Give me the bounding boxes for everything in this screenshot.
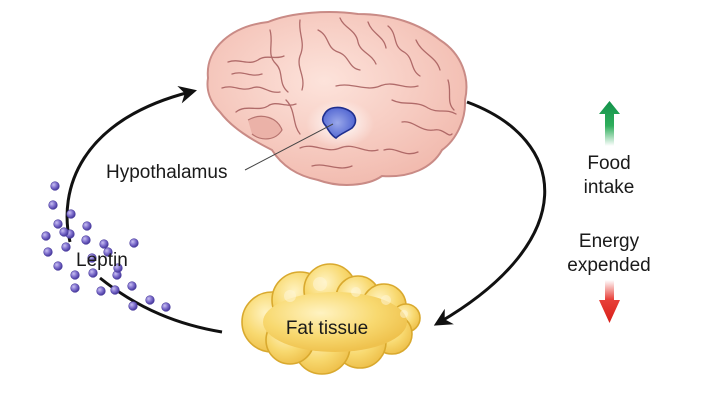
hypothalamus	[321, 106, 357, 139]
hypothalamus-label: Hypothalamus	[106, 162, 227, 183]
leptin-particle	[43, 247, 53, 257]
food-intake-effect: Food intake	[584, 101, 635, 198]
leptin-particle	[161, 302, 171, 312]
food-intake-label-line1: Food	[587, 153, 630, 174]
fat-tissue	[241, 263, 421, 375]
red-down-arrow-icon	[599, 280, 620, 323]
leptin-particle	[87, 253, 97, 263]
leptin-particle	[129, 238, 139, 248]
leptin-particle	[70, 283, 80, 293]
leptin-particle	[145, 295, 155, 305]
leptin-particles	[41, 181, 171, 312]
leptin-particle	[41, 231, 51, 241]
leptin-label: Leptin	[76, 250, 128, 271]
leptin-particle	[103, 247, 113, 257]
leptin-particle	[59, 227, 69, 237]
leptin-particle	[99, 239, 109, 249]
leptin-particle	[61, 242, 71, 252]
arrow-fat-to-brain-upper	[65, 85, 197, 243]
leptin-particle	[53, 261, 63, 271]
leptin-particle	[48, 200, 58, 210]
fat-tissue-label: Fat tissue	[286, 318, 368, 339]
energy-expended-effect: Energy expended	[567, 231, 651, 323]
leptin-particle	[110, 285, 120, 295]
energy-expended-label-line2: expended	[567, 255, 650, 276]
leptin-particle	[53, 219, 63, 229]
leptin-particle	[82, 221, 92, 231]
brain-outline	[206, 11, 468, 186]
leptin-particle	[70, 270, 80, 280]
leptin-particle	[66, 209, 76, 219]
leptin-particle	[50, 181, 60, 191]
arrow-fat-to-brain-lower	[99, 276, 223, 334]
energy-expended-label-line1: Energy	[579, 231, 640, 252]
arrow-brain-to-fat	[433, 100, 547, 326]
leptin-particle	[128, 301, 138, 311]
leptin-particle	[88, 268, 98, 278]
leptin-particle	[127, 281, 137, 291]
leptin-particle	[113, 263, 123, 273]
leptin-particle	[96, 286, 106, 296]
leptin-particle	[81, 235, 91, 245]
temporal-lobe-fold	[247, 115, 283, 140]
food-intake-label-line2: intake	[584, 177, 635, 198]
green-up-arrow-icon	[599, 101, 620, 146]
hypothalamus-leader-line	[244, 123, 334, 171]
brain	[206, 11, 468, 186]
